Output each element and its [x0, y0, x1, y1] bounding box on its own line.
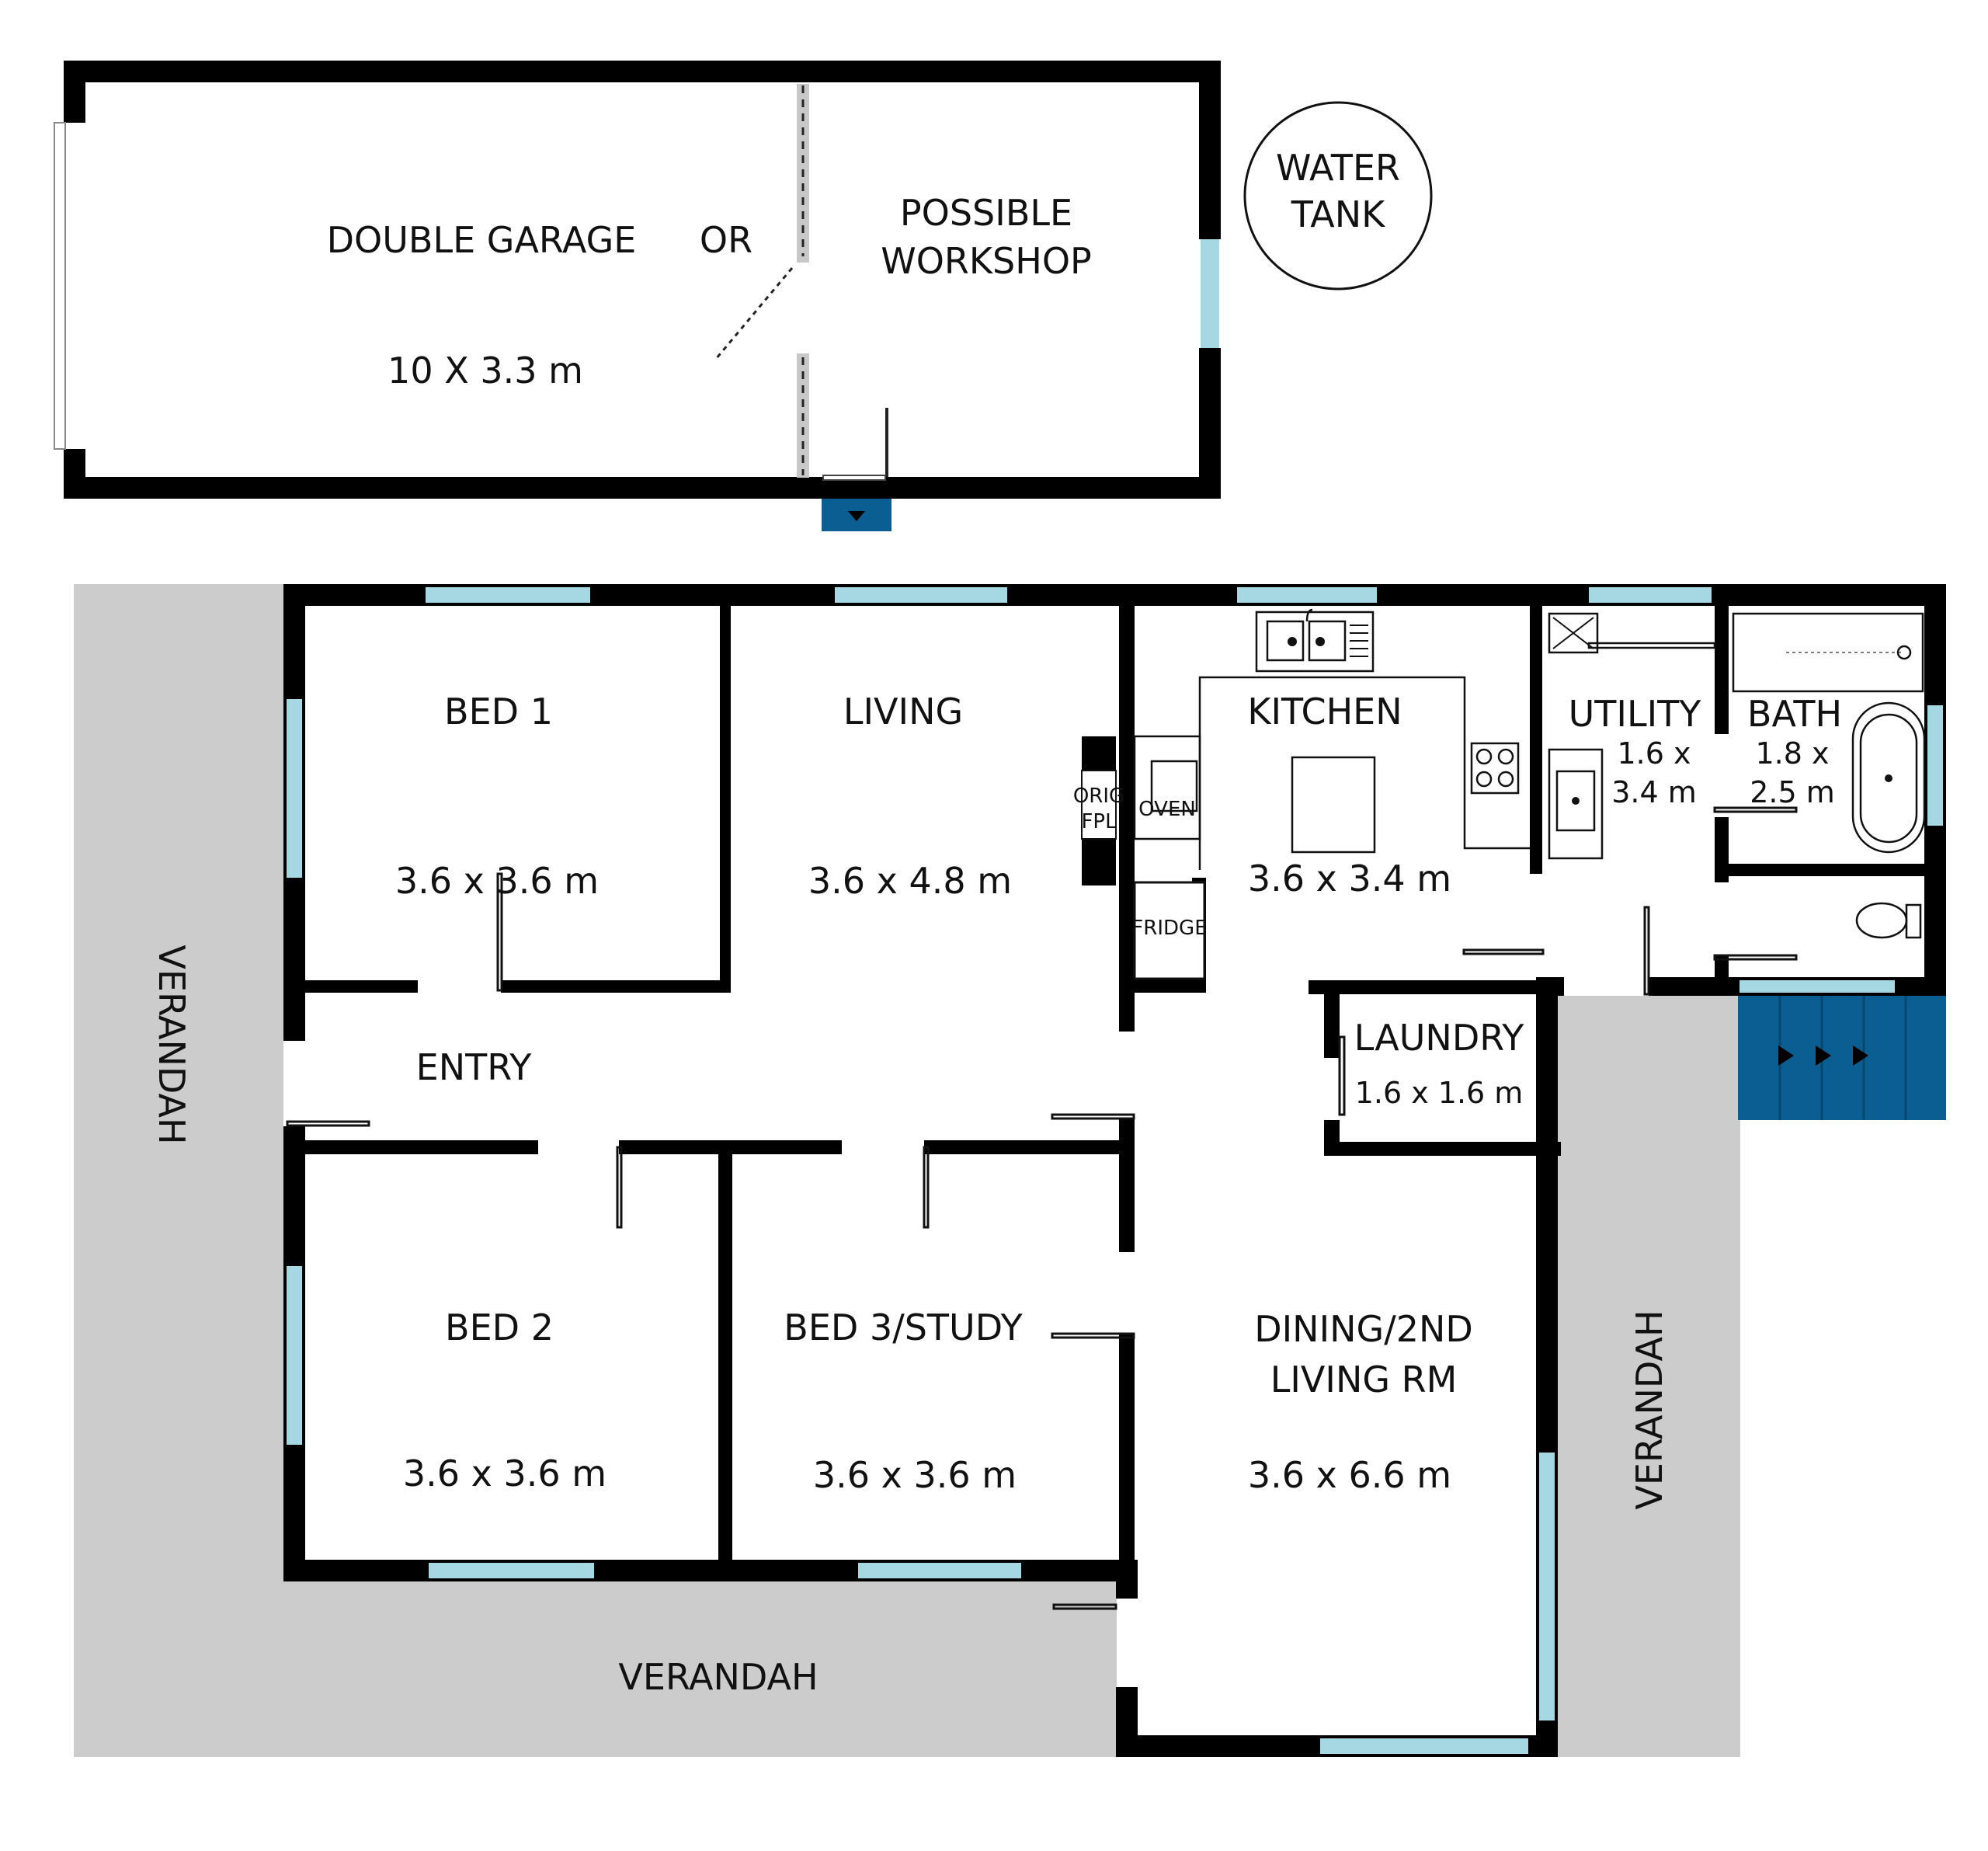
bath-name: BATH: [1747, 693, 1842, 735]
oven: [1133, 735, 1201, 840]
bed2-name: BED 2: [445, 1306, 554, 1348]
cooktop: [1470, 742, 1520, 795]
living-size: 3.6 x 4.8 m: [808, 860, 1012, 902]
stair-arrow-icon: [1853, 1046, 1868, 1066]
utility-size-line2: 3.4 m: [1611, 775, 1697, 809]
water-tank: [1243, 101, 1433, 291]
laundry-name: LAUNDRY: [1354, 1017, 1525, 1059]
garage-window: [1201, 239, 1219, 348]
verandah-south: [74, 1581, 1117, 1757]
kitchen-island: [1291, 756, 1376, 854]
bathroom-fixtures: [1548, 612, 1926, 939]
bathtub: [1851, 701, 1926, 854]
verandah-west: [74, 584, 283, 1757]
workshop-label-line2: WORKSHOP: [881, 240, 1092, 282]
entry-name: ENTRY: [416, 1046, 533, 1088]
windows: [287, 587, 1943, 1754]
rear-stairs: [1738, 996, 1946, 1120]
step-arrow-icon: [848, 511, 865, 521]
vanity: [1548, 748, 1604, 860]
garage-or-label: OR: [700, 219, 752, 261]
kitchen-sink: [1255, 611, 1375, 673]
kitchen-fixtures: [1081, 608, 1530, 980]
bath-size-line2: 2.5 m: [1750, 775, 1835, 809]
fireplace-label-line1: ORIG: [1073, 785, 1124, 808]
utility-sink: [1548, 612, 1599, 654]
garage-size: 10 X 3.3 m: [388, 350, 583, 391]
fridge-label: FRIDGE: [1131, 917, 1207, 940]
bath-size-line1: 1.8 x: [1756, 736, 1830, 771]
verandah-west-label: VERANDAH: [151, 945, 193, 1144]
bed3-size: 3.6 x 3.6 m: [813, 1454, 1017, 1496]
laundry-size: 1.6 x 1.6 m: [1355, 1076, 1524, 1110]
dining-name-line2: LIVING RM: [1270, 1359, 1458, 1400]
partition-swing: [714, 267, 794, 360]
water-tank-label-line1: WATER: [1276, 147, 1400, 189]
dining-size: 3.6 x 6.6 m: [1248, 1454, 1451, 1496]
verandah-south-label: VERANDAH: [618, 1656, 818, 1698]
bed3-name: BED 3/STUDY: [784, 1306, 1023, 1348]
kitchen-name: KITCHEN: [1247, 691, 1402, 732]
dining-name-line1: DINING/2ND: [1254, 1308, 1473, 1350]
fireplace: [1082, 736, 1116, 771]
verandah-east: [1558, 996, 1740, 1757]
workshop-label-line1: POSSIBLE: [900, 192, 1072, 234]
bed1-name: BED 1: [444, 691, 553, 732]
oven-label: OVEN: [1138, 798, 1196, 821]
verandah-east-label: VERANDAH: [1628, 1310, 1670, 1509]
door-leaves: [286, 806, 1798, 1610]
bed1-size: 3.6 x 3.6 m: [395, 860, 599, 902]
shower: [1732, 612, 1924, 693]
kitchen-size: 3.6 x 3.4 m: [1248, 858, 1451, 899]
living-name: LIVING: [843, 691, 963, 732]
fridge: [1133, 881, 1206, 980]
garage-title: DOUBLE GARAGE: [327, 219, 637, 261]
garage-door: [54, 122, 66, 450]
garage-building: [54, 61, 1221, 531]
fireplace-label-line2: FPL: [1081, 810, 1117, 833]
water-tank-label-line2: TANK: [1291, 193, 1386, 235]
utility-size-line1: 1.6 x: [1618, 736, 1691, 771]
bed2-size: 3.6 x 3.6 m: [403, 1453, 606, 1494]
stair-arrow-icon: [1816, 1046, 1831, 1066]
utility-name: UTILITY: [1569, 693, 1702, 735]
stair-arrow-icon: [1778, 1046, 1794, 1066]
